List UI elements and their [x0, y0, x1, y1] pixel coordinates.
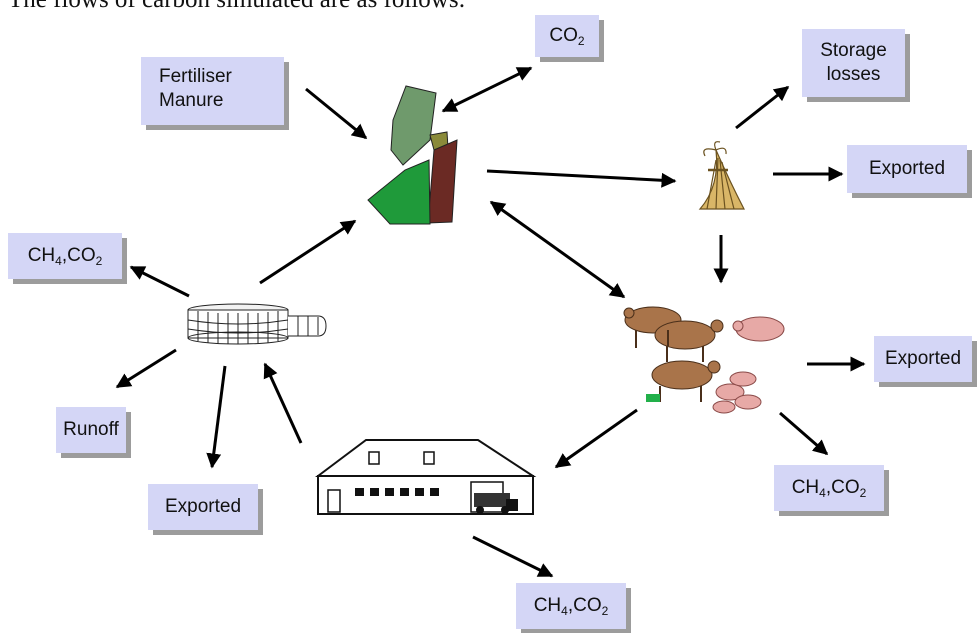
animal-house-icon — [315, 439, 537, 515]
arrow-field-co2-exchange — [441, 66, 533, 113]
fertiliser-manure-box: Fertiliser Manure — [141, 57, 284, 125]
manure-tank-icon — [187, 303, 327, 345]
arrow-field-to-feed — [486, 169, 677, 188]
ch4co2-animals-box: CH4,CO2 — [774, 465, 884, 511]
arrow-tank-to-field — [259, 219, 357, 285]
arrow-livestock-to-ch4co2 — [779, 411, 829, 456]
arrow-tank-to-exported — [206, 365, 227, 469]
storage-losses-box: Storage losses — [802, 29, 905, 97]
arrow-house-to-ch4co2 — [472, 535, 554, 578]
ch4co2-house-box: CH4,CO2 — [516, 583, 626, 629]
livestock-icon — [623, 306, 785, 414]
ch4co2-left-box: CH4,CO2 — [8, 233, 122, 279]
arrow-livestock-to-house — [554, 408, 638, 469]
arrow-house-to-tank — [263, 362, 303, 444]
arrow-field-livestock-exchange — [489, 200, 626, 299]
arrow-tank-to-ch4co2 — [129, 265, 190, 298]
exported-feed-box: Exported — [847, 145, 967, 193]
intro-text: The flows of carbon simulated are as fol… — [8, 0, 466, 14]
co2-top-box: CO2 — [535, 15, 599, 57]
arrow-feed-to-storage-losses — [735, 85, 790, 130]
haystack-icon — [698, 141, 745, 210]
field-icon — [367, 85, 458, 225]
arrow-fertiliser-to-field — [305, 87, 368, 140]
exported-animals-box: Exported — [874, 336, 972, 382]
runoff-box: Runoff — [56, 407, 126, 453]
arrow-tank-to-runoff — [115, 348, 177, 389]
exported-store-box: Exported — [148, 484, 258, 530]
